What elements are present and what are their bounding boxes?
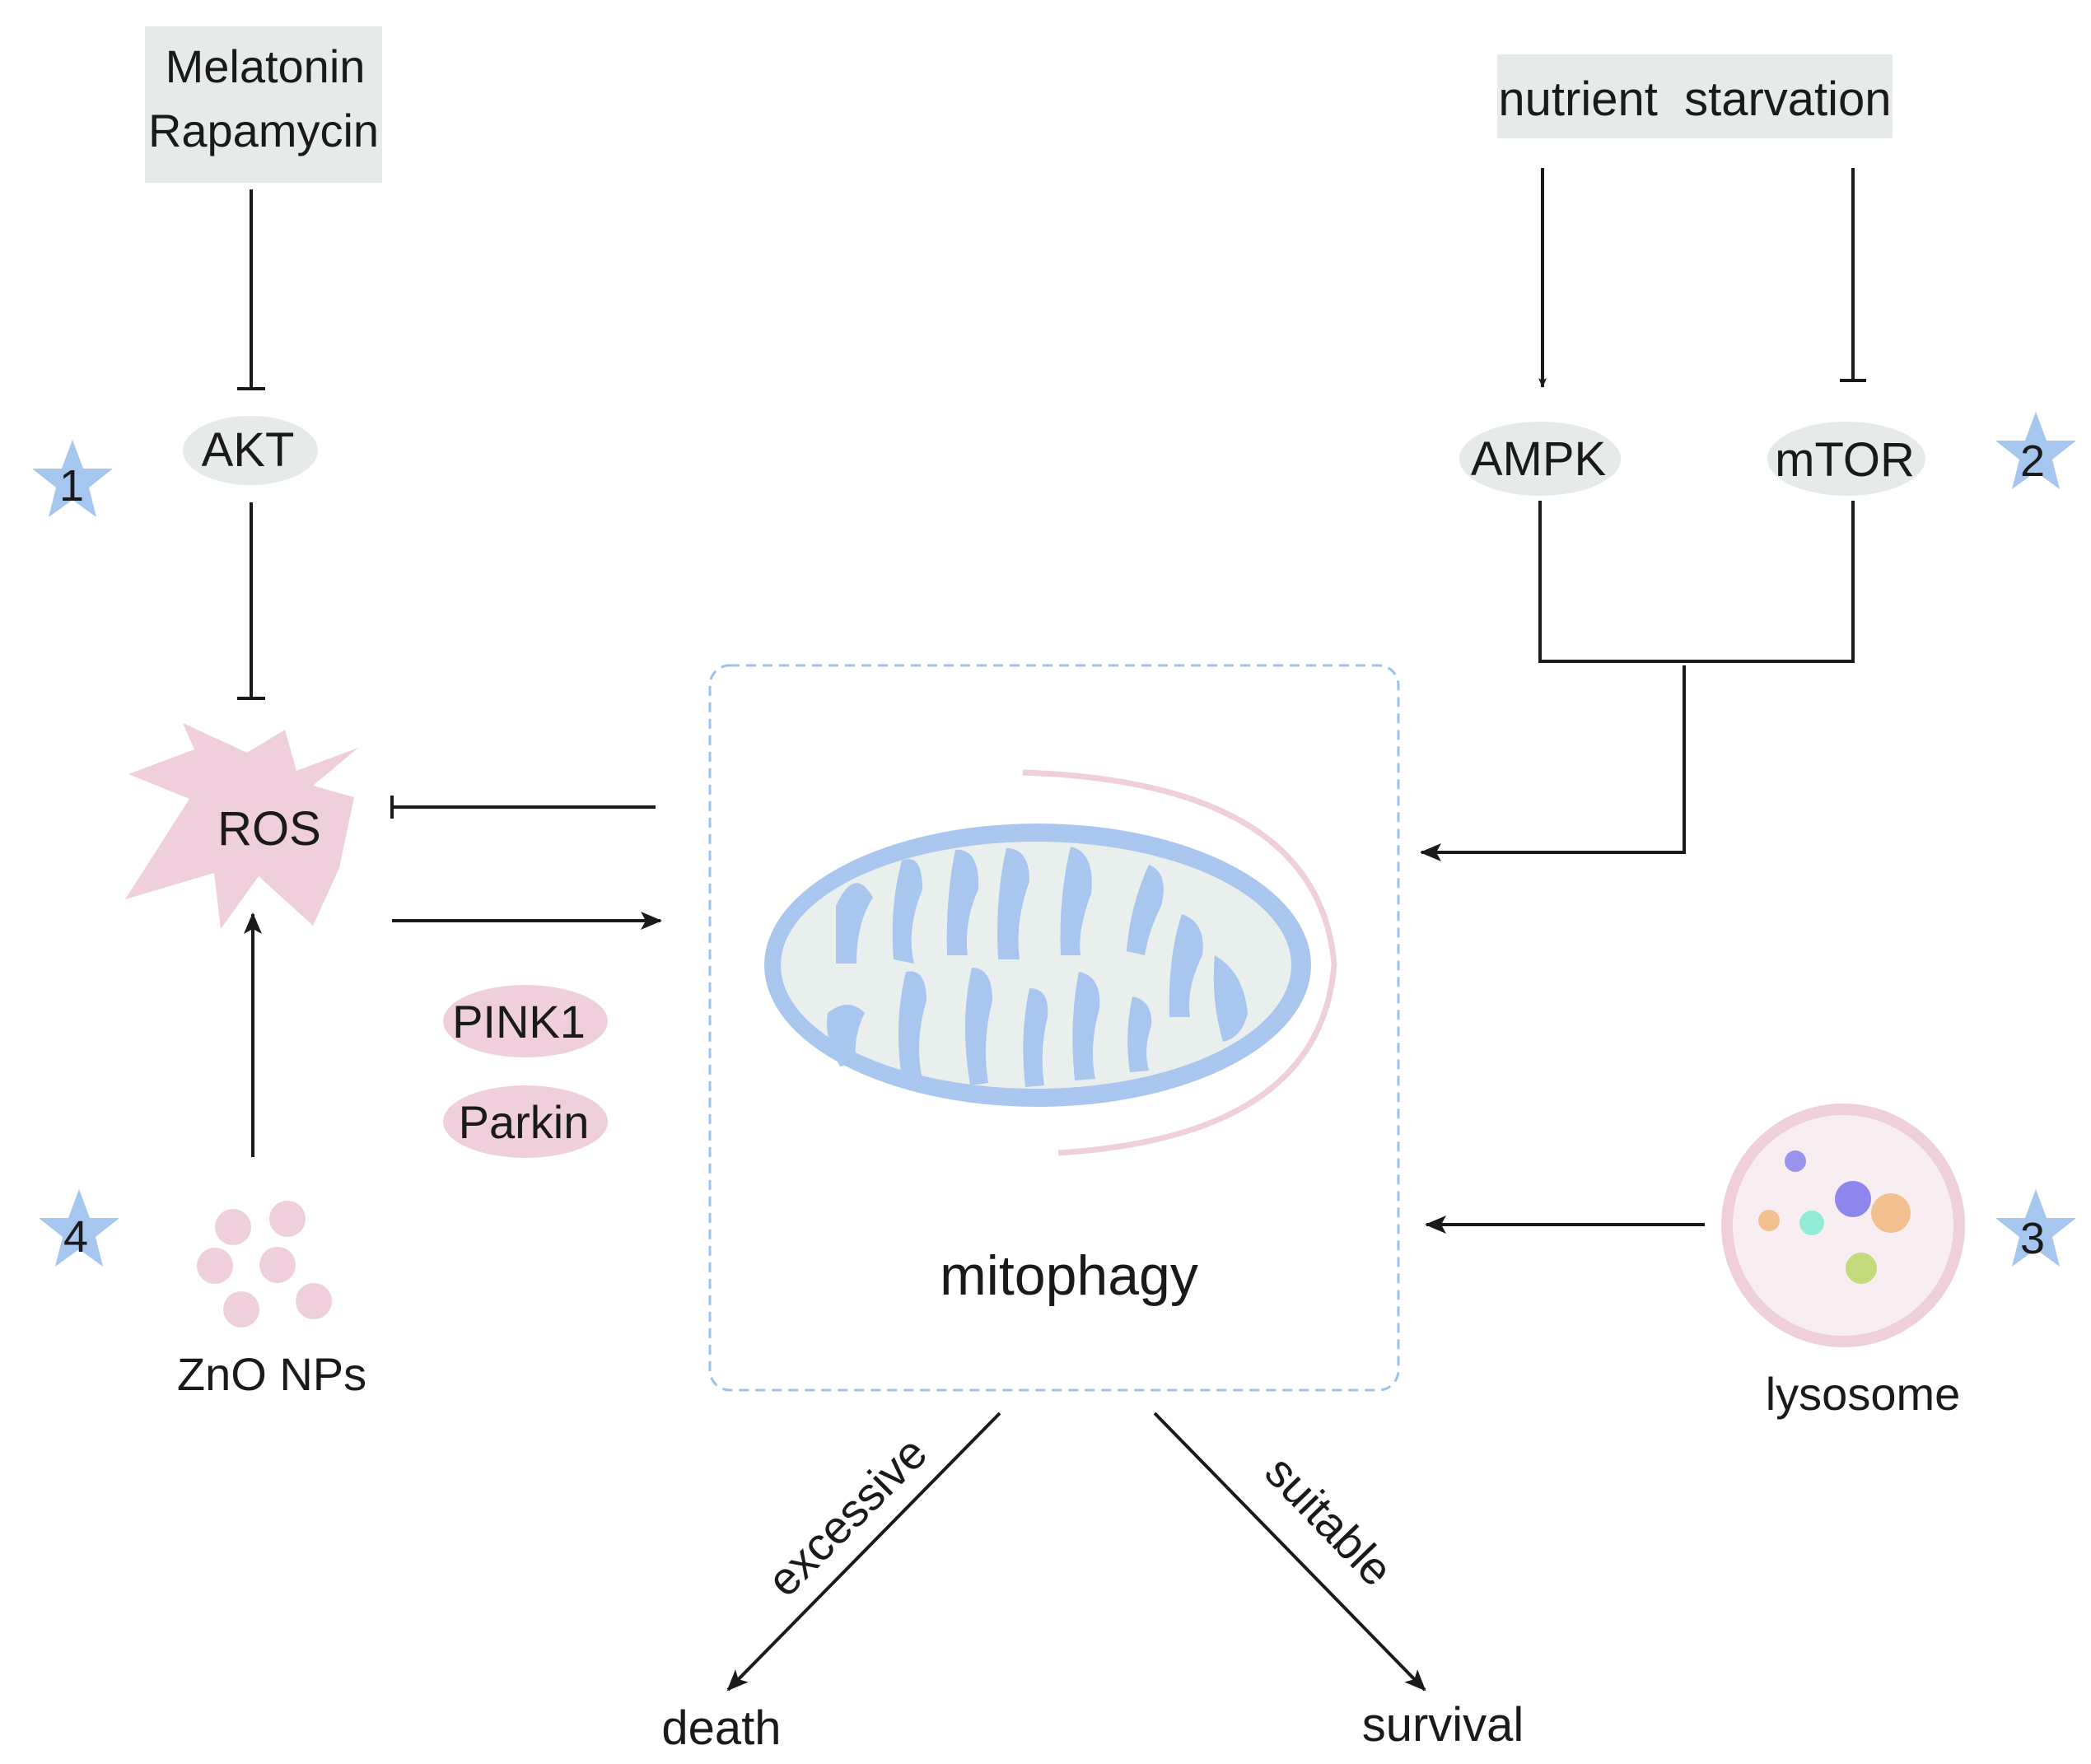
mitochondrion-cristae [827, 847, 1248, 1087]
vesicle [1835, 1181, 1871, 1217]
mtor-node [1767, 422, 1925, 496]
nanoparticle [269, 1201, 306, 1237]
survival-label: survival [1362, 1698, 1524, 1752]
excessive-label: excessive [757, 1426, 936, 1606]
zno-nps-label: ZnO NPs [177, 1348, 366, 1400]
nanoparticle [215, 1209, 251, 1245]
death-label: death [661, 1701, 781, 1755]
melatonin-label: Melatonin [166, 40, 366, 92]
mitophagy-label: mitophagy [940, 1244, 1198, 1307]
vesicle [1871, 1193, 1911, 1233]
mitophagy-to-death-arrow [726, 1412, 1001, 1692]
rapamycin-label: Rapamycin [148, 105, 379, 156]
vesicle [1799, 1211, 1824, 1235]
pink1-node [443, 985, 608, 1057]
suitable-label: suitable [1255, 1445, 1403, 1596]
nutrient-starvation-box [1497, 54, 1893, 138]
parkin-label: Parkin [459, 1096, 590, 1148]
nanoparticle [296, 1283, 332, 1319]
akt-label: AKT [202, 423, 295, 477]
ampk-mtor-bracket [1538, 501, 1855, 663]
nanoparticle [197, 1248, 233, 1284]
lysosome-label: lysosome [1766, 1368, 1961, 1420]
pink1-label: PINK1 [452, 996, 586, 1048]
bracket-to-mitophagy-arrow [1420, 665, 1686, 861]
ampk-label: AMPK [1471, 432, 1607, 486]
lysosome-lumen [1733, 1115, 1953, 1336]
melatonin-rapamycin-box [145, 26, 382, 183]
mitophagy-box [708, 664, 1400, 1392]
star-icon [1995, 412, 2076, 489]
marker-2-label: 2 [2020, 436, 2045, 486]
mtor-label: mTOR [1775, 433, 1915, 487]
star-icon [1995, 1189, 2076, 1267]
mitochondrion-illustration [764, 769, 1337, 1156]
vesicle [1846, 1253, 1877, 1284]
ros-burst-shape [125, 723, 358, 929]
vesicle [1758, 1210, 1780, 1231]
star-icon [39, 1189, 119, 1267]
mitophagy-to-survival-arrow [1153, 1412, 1426, 1692]
zno-nanoparticles [197, 1201, 332, 1328]
star-icon [32, 440, 113, 517]
marker-1: 1 [32, 440, 113, 517]
marker-3-label: 3 [2020, 1214, 2045, 1263]
vesicle [1785, 1150, 1806, 1172]
marker-1-label: 1 [59, 461, 84, 511]
ampk-node [1459, 422, 1621, 496]
marker-4: 4 [39, 1189, 119, 1267]
akt-node [183, 416, 318, 485]
ros-label: ROS [217, 802, 321, 856]
phagophore-membrane [1022, 769, 1337, 1156]
marker-2: 2 [1995, 412, 2076, 489]
lysosome-illustration [1721, 1104, 1965, 1347]
nanoparticle [259, 1247, 296, 1283]
parkin-node [443, 1085, 608, 1158]
marker-3: 3 [1995, 1189, 2076, 1267]
nutrient-starvation-label: nutrient starvation [1498, 72, 1891, 126]
nanoparticle [223, 1291, 259, 1328]
marker-4-label: 4 [63, 1212, 88, 1262]
